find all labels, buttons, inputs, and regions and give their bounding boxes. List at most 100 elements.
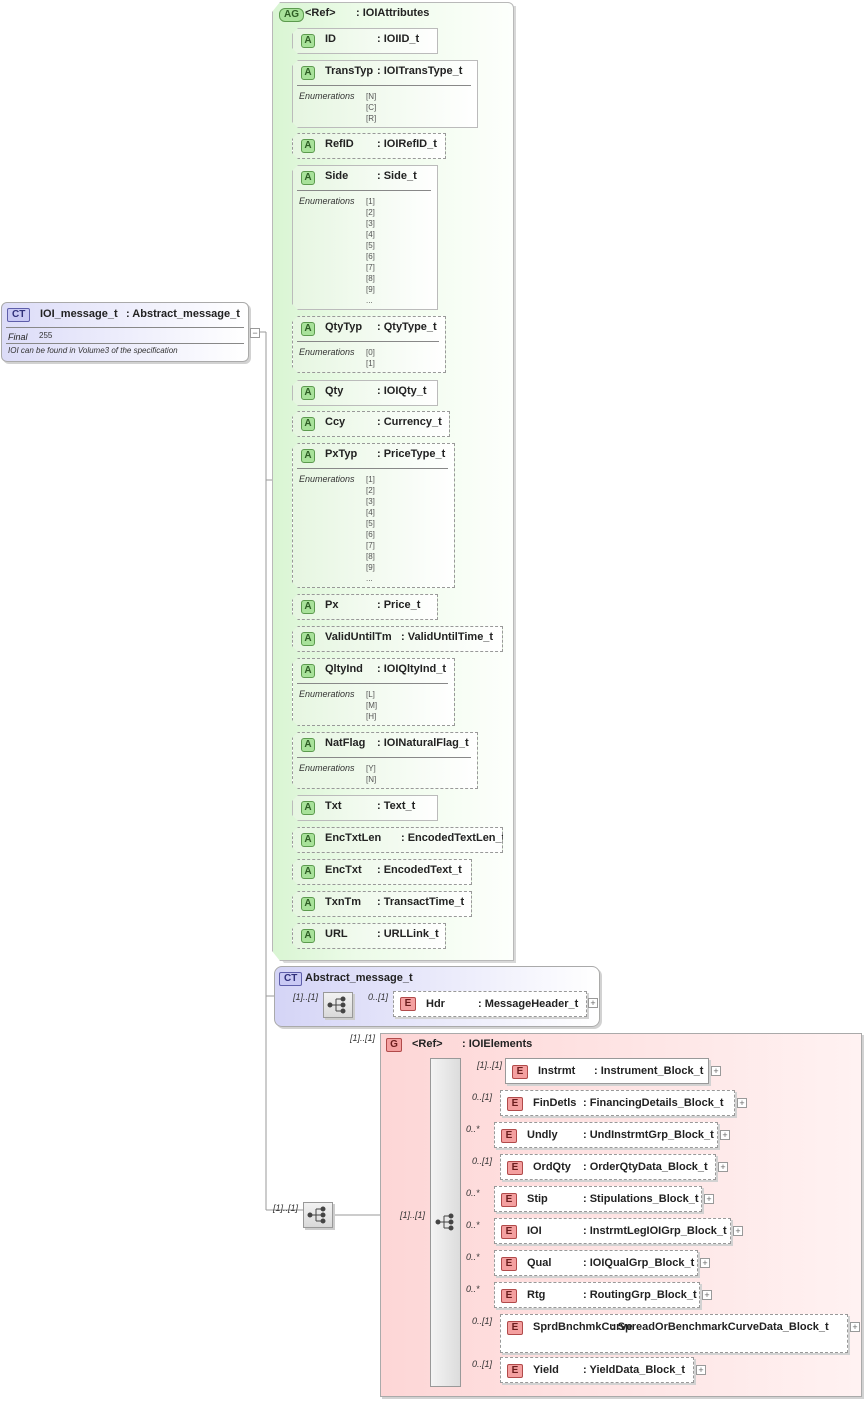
attribute-type: : ValidUntilTime_t [401, 631, 494, 643]
attribute-badge-icon: A [301, 171, 315, 185]
enum-value: [5] [366, 241, 375, 250]
enumerations-label: Enumerations [299, 474, 355, 484]
attribute-name: NatFlag [325, 737, 366, 749]
element-type: : UndInstrmtGrp_Block_t [583, 1129, 714, 1141]
expand-icon[interactable]: + [700, 1258, 710, 1268]
enum-value: [6] [366, 530, 375, 539]
attribute-group-badge-icon: AG [279, 8, 304, 22]
expand-icon[interactable]: + [720, 1130, 730, 1140]
expand-icon[interactable]: + [704, 1194, 714, 1204]
element-hdr[interactable]: E Hdr : MessageHeader_t [393, 991, 587, 1017]
enum-divider [297, 757, 471, 758]
enumeration-values: [0][1] [366, 347, 375, 369]
sequence-icon [435, 1213, 454, 1231]
element-name: Stip [527, 1193, 548, 1205]
sequence-icon [303, 1202, 333, 1228]
element-cardinality: [1]..[1] [477, 1060, 503, 1070]
expand-icon[interactable]: + [737, 1098, 747, 1108]
element-badge-icon: E [400, 997, 416, 1011]
attribute-badge-icon: A [301, 738, 315, 752]
enum-divider [297, 683, 448, 684]
element-cardinality: 0..* [466, 1220, 480, 1230]
attribute-badge-icon: A [301, 929, 315, 943]
expand-icon[interactable]: + [711, 1066, 721, 1076]
attribute-badge-icon: A [301, 66, 315, 80]
sequence-bar [430, 1058, 461, 1387]
expand-icon[interactable]: + [696, 1365, 706, 1375]
element-type: : MessageHeader_t [478, 998, 579, 1010]
inner-sequence-cardinality: [1]..[1] [400, 1210, 426, 1220]
attribute-name: Side [325, 170, 349, 182]
element-name: Rtg [527, 1289, 546, 1301]
enum-value: [M] [366, 701, 378, 710]
enum-value: [7] [366, 263, 375, 272]
enum-value: [R] [366, 114, 377, 123]
enum-value: [3] [366, 219, 375, 228]
attribute-badge-icon: A [301, 801, 315, 815]
element-ioi[interactable]: E IOI : InstrmtLegIOIGrp_Block_t [494, 1218, 731, 1244]
element-type: : InstrmtLegIOIGrp_Block_t [583, 1225, 727, 1237]
attribute-name: QtyTyp [325, 321, 363, 333]
expand-icon[interactable]: + [702, 1290, 712, 1300]
attribute-group-ref: <Ref> [305, 7, 336, 19]
enumeration-values: [1][2][3][4][5][6][7][8][9]... [366, 196, 375, 306]
attribute-type: : Side_t [377, 170, 417, 182]
enum-value: [5] [366, 519, 375, 528]
element-cardinality: 0..* [466, 1252, 480, 1262]
root-complex-type[interactable]: CT IOI_message_t : Abstract_message_t Fi… [1, 302, 249, 362]
element-cardinality: 0..[1] [472, 1092, 493, 1102]
enumerations-label: Enumerations [299, 347, 355, 357]
enum-value: ... [366, 296, 373, 305]
element-type: : IOIQualGrp_Block_t [583, 1257, 695, 1269]
expand-icon[interactable]: + [588, 998, 598, 1008]
element-name: IOI [527, 1225, 542, 1237]
attribute-badge-icon: A [301, 34, 315, 48]
expand-icon[interactable]: + [718, 1162, 728, 1172]
expand-icon[interactable]: + [850, 1322, 860, 1332]
attribute-badge-icon: A [301, 865, 315, 879]
element-badge-icon: E [512, 1065, 528, 1079]
enum-value: [2] [366, 208, 375, 217]
enumeration-values: [N][C][R] [366, 91, 376, 124]
element-name: OrdQty [533, 1161, 571, 1173]
enum-divider [297, 85, 471, 86]
element-type: : Stipulations_Block_t [583, 1193, 699, 1205]
root-divider [6, 327, 244, 328]
attribute-name: Ccy [325, 416, 346, 428]
attribute-badge-icon: A [301, 139, 315, 153]
collapse-toggle-icon[interactable]: − [250, 328, 260, 338]
element-cardinality: 0..[1] [472, 1156, 493, 1166]
enumerations-label: Enumerations [299, 689, 355, 699]
element-badge-icon: E [501, 1225, 517, 1239]
attribute-name: EncTxt [325, 864, 362, 876]
expand-icon[interactable]: + [733, 1226, 743, 1236]
enum-value: [Y] [366, 764, 376, 773]
enum-value: [4] [366, 508, 375, 517]
